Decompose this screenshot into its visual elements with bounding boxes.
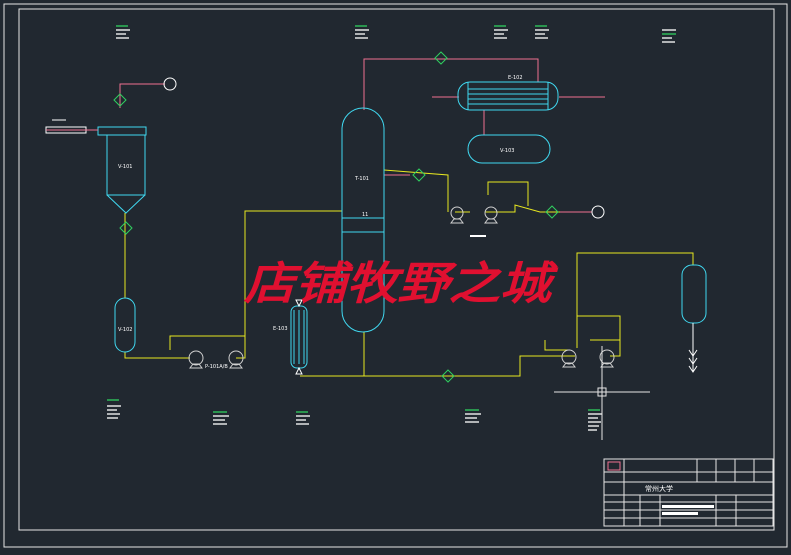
utility-lines	[119, 58, 605, 213]
distillation-column	[341, 107, 385, 333]
watermark-text: 店铺牧野之城	[243, 257, 559, 310]
valves	[113, 51, 559, 383]
title-block-logo	[607, 461, 621, 471]
title-block-school: 常州大学	[645, 484, 673, 493]
inner-frame	[18, 8, 775, 531]
pump-bottoms-a	[561, 349, 577, 368]
process-lines	[124, 169, 694, 377]
pump-reflux-b	[484, 206, 498, 224]
tag-feed-tank: V-101	[118, 164, 132, 170]
overhead-condenser	[457, 81, 559, 111]
instrument-circles	[163, 77, 605, 219]
valve-distillate	[545, 205, 559, 219]
top-label-marks	[116, 25, 676, 43]
feed-tank	[97, 126, 147, 214]
tag-exchanger: E-103	[273, 326, 288, 332]
feed-inlet-arrow	[45, 119, 98, 134]
product-tank	[681, 264, 707, 324]
crosshair-cursor	[554, 346, 650, 440]
reflux-drum	[467, 134, 551, 164]
tag-left-pumps: P-101A/B	[205, 364, 228, 370]
pump-left-b	[228, 350, 244, 369]
tag-drum: V-103	[500, 148, 514, 154]
outer-frame	[3, 3, 788, 548]
tag-small-vessel: V-102	[118, 327, 132, 333]
bottom-label-marks	[107, 399, 602, 431]
valve-overhead	[434, 51, 448, 65]
valve-reflux	[412, 168, 426, 182]
title-block-name-bar	[662, 505, 714, 508]
pump-bottoms-b	[599, 349, 615, 368]
equipment	[97, 81, 707, 375]
pumps	[188, 206, 615, 369]
product-outlet	[688, 323, 698, 373]
valve-tank-outlet	[119, 221, 133, 235]
small-vessel	[114, 297, 136, 353]
title-block-name-bar-2	[662, 512, 698, 515]
title-block	[603, 458, 774, 527]
valve-feed-vent	[113, 93, 127, 107]
tag-condenser: E-102	[508, 75, 523, 81]
pump-left-a	[188, 350, 204, 369]
pump-reflux-a	[450, 206, 464, 224]
tag-column: T-101	[354, 176, 369, 182]
valve-bottoms	[441, 369, 455, 383]
tag-column-tray: 11	[362, 212, 368, 218]
vertical-heat-exchanger	[290, 299, 308, 375]
